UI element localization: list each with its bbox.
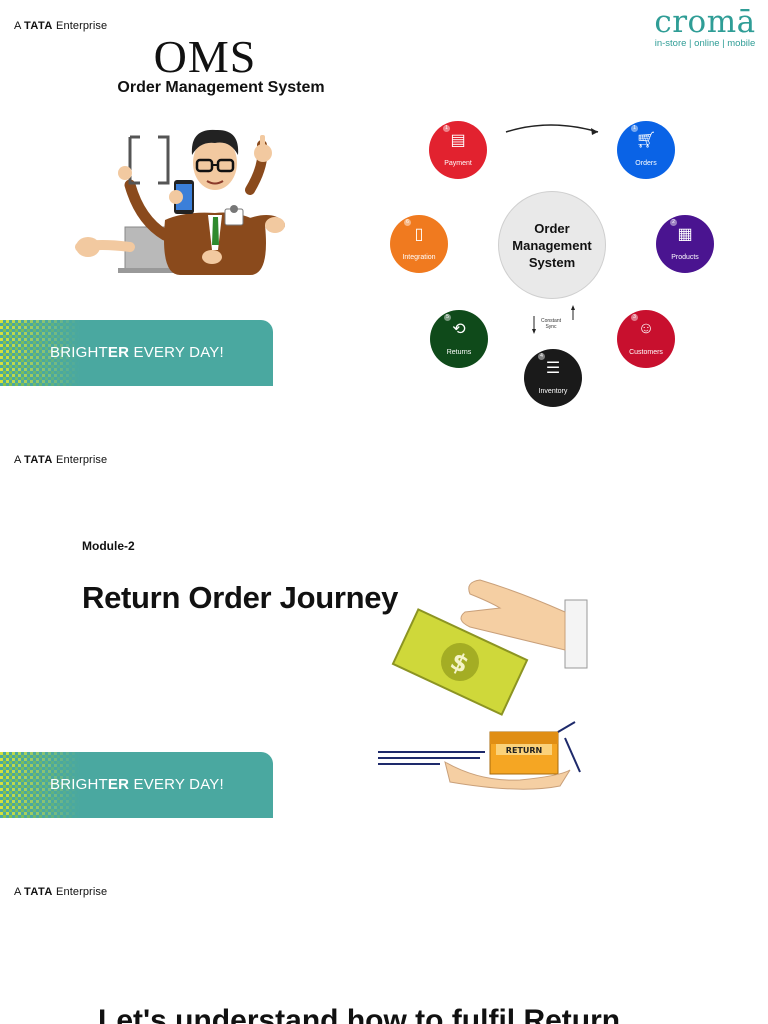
- module-label: Module-2: [82, 539, 135, 553]
- banner-text: BRIGHTER EVERY DAY!: [50, 776, 224, 793]
- tata-enterprise-logo: A TATA Enterprise: [14, 454, 108, 466]
- money-refund-illustration: $ RETURN: [378, 579, 588, 790]
- payment-icon: ▤: [450, 131, 466, 149]
- banner-text: BRIGHTER EVERY DAY!: [50, 344, 224, 361]
- constant-sync-label: Constant Sync: [541, 318, 562, 330]
- return-box-label: RETURN: [506, 746, 542, 755]
- multitasking-businessman-illustration: [75, 129, 285, 275]
- croma-logo: cromā in-store | online | mobile: [654, 4, 756, 49]
- node-payment: 1 ▤ Payment: [429, 121, 487, 179]
- phone-icon: ▯: [414, 225, 424, 243]
- box-icon: ▦: [677, 225, 693, 243]
- page-title: OMS: [153, 31, 257, 82]
- node-products: 2 ▦ Products: [656, 215, 714, 273]
- brighter-every-day-banner: BRIGHTER EVERY DAY!: [0, 320, 273, 386]
- tata-enterprise-logo: A TATA Enterprise: [14, 886, 108, 898]
- node-orders: 1 🛒︎ Orders: [617, 121, 675, 179]
- slide-oms: A TATA Enterprise cromā in-store | onlin…: [0, 0, 768, 432]
- node-integration: 6 ▯ Integration: [390, 215, 448, 273]
- people-icon: ☺: [637, 319, 655, 337]
- node-customers: 3 ☺ Customers: [617, 310, 675, 368]
- page-title: Let's understand how to fulfil Return: [98, 1004, 621, 1024]
- page-subtitle: Order Management System: [117, 79, 325, 96]
- tata-enterprise-logo: A TATA Enterprise: [14, 20, 108, 32]
- pixel-pattern: [0, 320, 80, 386]
- page-title: Return Order Journey: [82, 580, 399, 615]
- slide-return-order-journey: A TATA Enterprise Module-2 Return Order …: [0, 432, 768, 864]
- node-returns: 5 ⟲ Returns: [430, 310, 488, 368]
- cart-icon: 🛒︎: [635, 131, 657, 149]
- checklist-icon: ☰: [545, 359, 561, 377]
- node-inventory: 4 ☰ Inventory: [524, 349, 582, 407]
- brighter-every-day-banner: BRIGHTER EVERY DAY!: [0, 752, 273, 818]
- slide-fulfil-return: A TATA Enterprise Let's understand how t…: [0, 864, 768, 1024]
- diagram-arrows: [505, 124, 599, 334]
- return-box-icon: ⟲: [452, 320, 466, 338]
- oms-center-node: Order Management System: [498, 191, 606, 299]
- pixel-pattern: [0, 752, 80, 818]
